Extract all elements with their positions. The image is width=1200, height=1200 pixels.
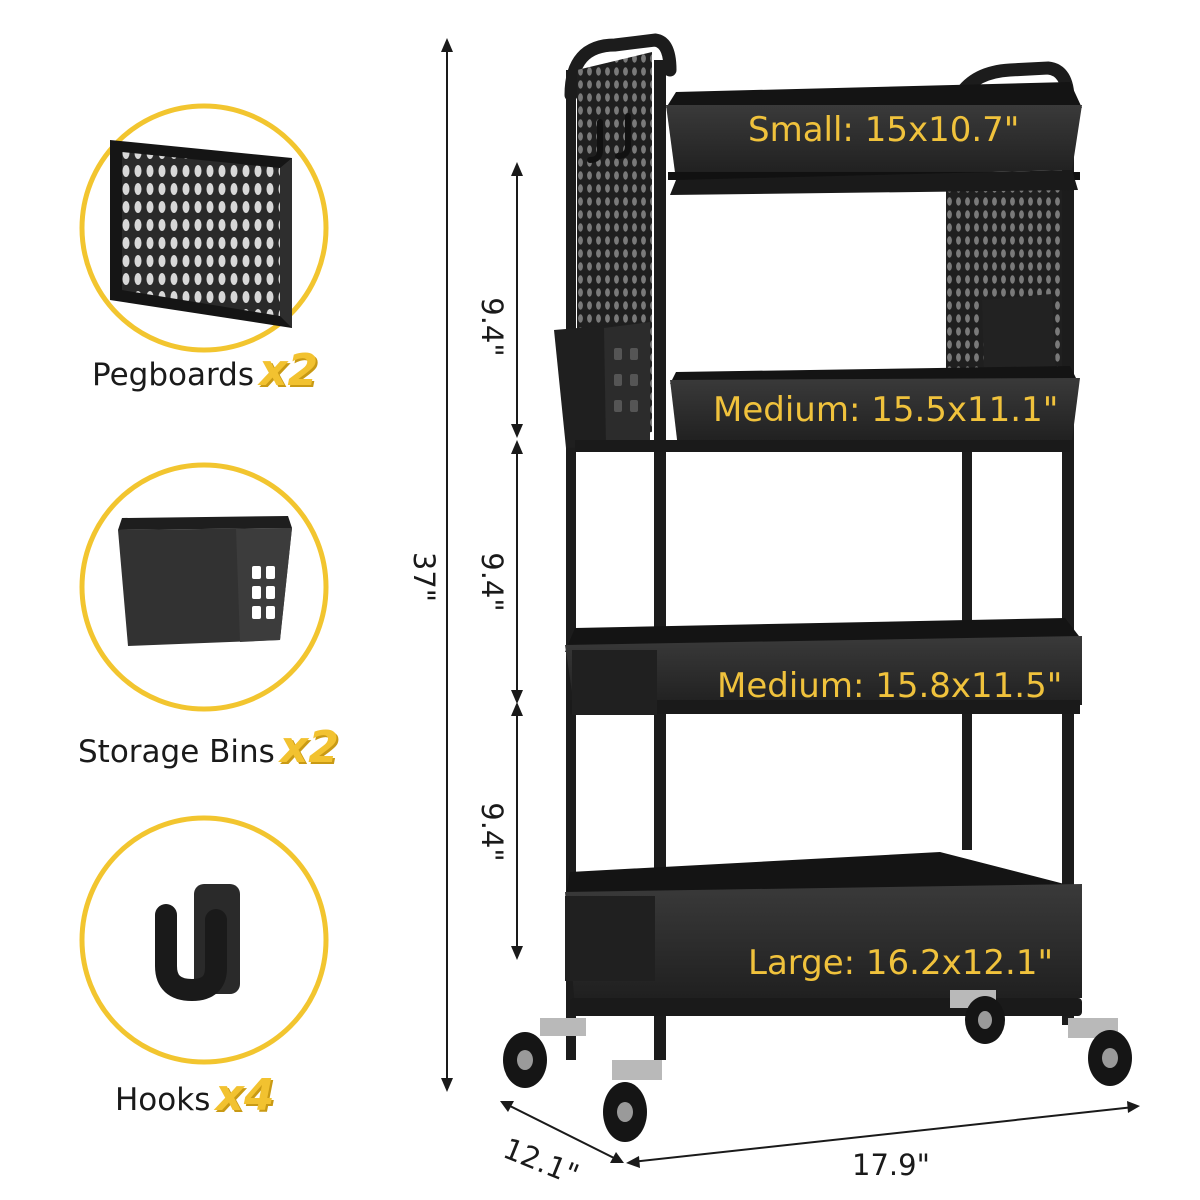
spacing-dimension-label-top: 9.4"	[475, 297, 509, 357]
accessory-name: Pegboards	[92, 357, 255, 393]
cart-hook-1	[587, 119, 603, 163]
cart-leg-front-left	[654, 60, 666, 1060]
caster-back-left	[503, 1018, 586, 1088]
caster-front-left	[603, 1060, 662, 1142]
caster-front-right	[1068, 1018, 1132, 1086]
hook-icon	[155, 884, 240, 1002]
depth-dimension-line	[500, 1101, 624, 1163]
accessory-name: Hooks	[115, 1082, 211, 1118]
cart-hook-2	[615, 113, 631, 159]
accessory-name: Storage Bins	[78, 734, 275, 770]
accessory-quantity: x4	[215, 1070, 275, 1121]
accessory-circle-pegboards	[79, 103, 329, 353]
shelf-label-medium-1: Medium: 15.5x11.1"	[713, 390, 1059, 430]
caster-back-right	[950, 990, 1005, 1044]
shelf-label-large: Large: 16.2x12.1"	[748, 943, 1054, 983]
cart-leg-front-right	[1062, 95, 1074, 1025]
shelf-medium-2	[565, 618, 1082, 715]
width-dimension-line	[626, 1101, 1140, 1168]
spacing-dimension-lines	[511, 162, 523, 960]
cart-handle-left	[564, 33, 677, 102]
cart-storage-bin-left	[554, 322, 650, 448]
shelf-medium-1	[575, 366, 1080, 452]
spacing-dimension-label-bottom: 9.4"	[475, 802, 509, 862]
shelf-label-medium-2: Medium: 15.8x11.5"	[717, 666, 1063, 706]
cart-leg-back-right	[962, 95, 972, 850]
cart-storage-bin-right	[982, 294, 1056, 374]
shelf-label-small: Small: 15x10.7"	[748, 110, 1020, 150]
accessory-label-storage-bins: Storage Bins x2	[78, 722, 339, 773]
accessory-label-hooks: Hooks x4	[115, 1070, 274, 1121]
rolling-cart	[503, 33, 1132, 1142]
accessory-quantity: x2	[259, 345, 319, 396]
height-dimension-label: 37"	[407, 551, 441, 603]
spacing-dimension-label-middle: 9.4"	[475, 552, 509, 612]
storage-bin-icon	[118, 516, 292, 646]
accessory-quantity: x2	[279, 722, 339, 773]
accessory-circle-storage-bins	[79, 462, 329, 712]
accessory-circle-hooks	[79, 815, 329, 1065]
shelf-small	[666, 82, 1082, 195]
cart-leg-back-left	[566, 70, 576, 1060]
accessory-label-pegboards: Pegboards x2	[92, 345, 318, 396]
shelf-large	[565, 852, 1082, 1016]
height-dimension-line	[441, 38, 453, 1092]
width-dimension-label: 17.9"	[852, 1148, 930, 1182]
pegboard-icon	[110, 140, 292, 328]
